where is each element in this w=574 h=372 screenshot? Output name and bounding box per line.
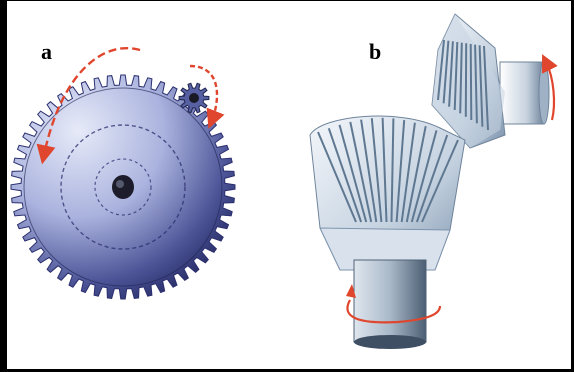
pinion-hub-icon [189, 93, 199, 103]
lower-shaft [354, 260, 426, 342]
upper-shaft [500, 62, 544, 124]
large-spur-gear [11, 75, 235, 299]
bevel-tooth [471, 44, 472, 120]
gear-hub-icon [112, 175, 134, 199]
lower-bevel-gear [310, 116, 465, 349]
upper-bevel-gear [432, 14, 549, 148]
